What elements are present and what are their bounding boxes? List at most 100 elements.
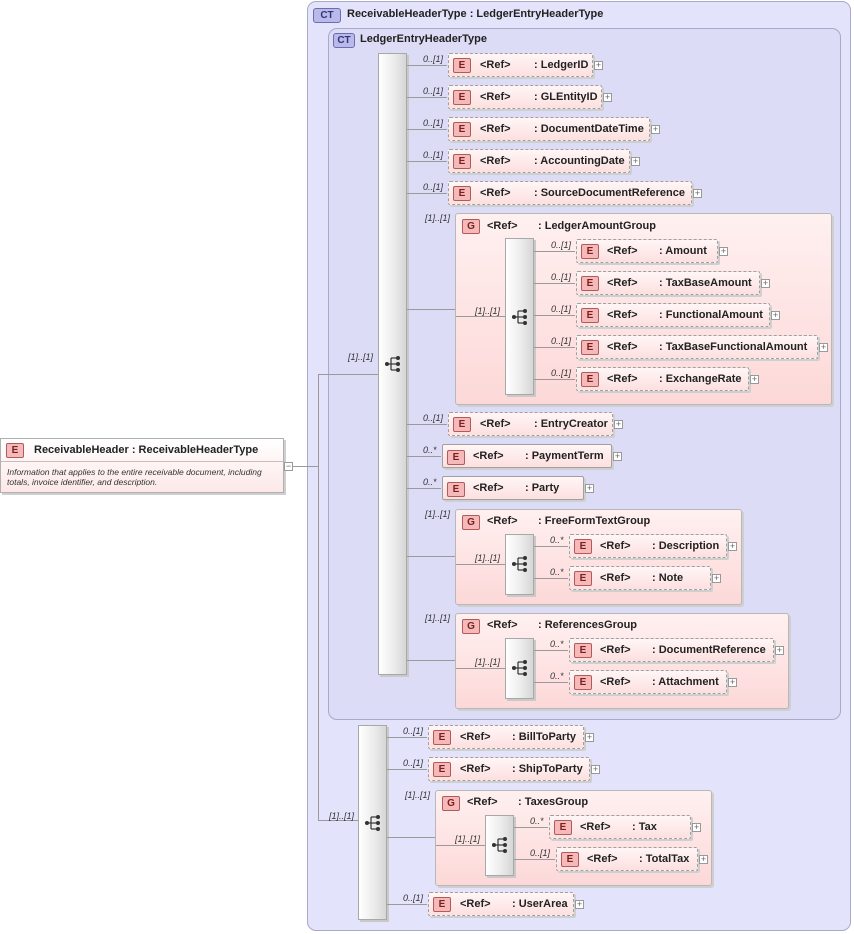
element-bill-to-party[interactable]: E <Ref> : BillToParty	[428, 725, 584, 749]
ref-label: <Ref>	[460, 898, 491, 910]
expand-toggle[interactable]: +	[819, 342, 828, 352]
expand-toggle[interactable]: +	[585, 732, 594, 742]
group-badge: G	[442, 796, 460, 811]
element-attachment[interactable]: E <Ref> : Attachment	[569, 670, 727, 694]
occurrence-label: [1]..[1]	[348, 352, 374, 362]
sequence-icon	[492, 837, 507, 853]
element-badge: E	[561, 852, 579, 867]
root-element-receivable-header[interactable]: E ReceivableHeader : ReceivableHeaderTyp…	[0, 438, 284, 493]
element-badge: E	[554, 820, 572, 835]
occurrence-label: 0..[1]	[423, 413, 444, 423]
sequence-icon	[385, 356, 400, 372]
connector	[407, 129, 447, 130]
ref-label: <Ref>	[480, 123, 511, 135]
element-ship-to-party[interactable]: E <Ref> : ShipToParty	[428, 757, 590, 781]
element-exchange-rate[interactable]: E <Ref> : ExchangeRate	[576, 367, 749, 391]
expand-toggle[interactable]: +	[591, 764, 600, 774]
occurrence-label: [1]..[1]	[329, 811, 355, 821]
occurrence-label: 0..[1]	[423, 150, 444, 160]
element-party[interactable]: E <Ref> : Party	[442, 476, 584, 500]
expand-toggle[interactable]: +	[651, 124, 660, 134]
element-gl-entity-id[interactable]: E <Ref> : GLEntityID	[448, 85, 602, 109]
group-name: : TaxesGroup	[518, 796, 589, 808]
expand-toggle[interactable]: +	[594, 60, 603, 70]
element-name: : DocumentReference	[652, 644, 766, 656]
element-badge: E	[581, 308, 599, 323]
occurrence-label: 0..*	[550, 671, 564, 681]
element-badge: E	[574, 571, 592, 586]
element-user-area[interactable]: E <Ref> : UserArea	[428, 892, 574, 916]
connector	[407, 65, 447, 66]
expand-toggle[interactable]: +	[712, 573, 721, 583]
element-note[interactable]: E <Ref> : Note	[569, 566, 711, 590]
expand-toggle[interactable]: +	[614, 419, 623, 429]
element-badge: E	[6, 443, 24, 458]
complex-type-badge: CT	[333, 33, 355, 48]
element-amount[interactable]: E <Ref> : Amount	[576, 239, 718, 263]
group-badge: G	[462, 219, 480, 234]
expand-toggle[interactable]: +	[728, 677, 737, 687]
expand-toggle[interactable]: +	[693, 188, 702, 198]
occurrence-label: 0..[1]	[403, 726, 424, 736]
connector	[436, 845, 485, 846]
element-badge: E	[447, 450, 465, 465]
expand-toggle[interactable]: +	[771, 310, 780, 320]
element-entry-creator[interactable]: E <Ref> : EntryCreator	[448, 412, 613, 436]
element-ledger-id[interactable]: E <Ref> : LedgerID	[448, 53, 593, 77]
ref-label: <Ref>	[480, 91, 511, 103]
element-tax-base-amount[interactable]: E <Ref> : TaxBaseAmount	[576, 271, 760, 295]
sequence-icon	[512, 309, 527, 325]
element-functional-amount[interactable]: E <Ref> : FunctionalAmount	[576, 303, 770, 327]
element-name: : AccountingDate	[534, 155, 625, 167]
connector	[318, 820, 358, 821]
expand-toggle[interactable]: +	[613, 451, 622, 461]
complex-type-badge: CT	[313, 8, 341, 23]
expand-toggle[interactable]: +	[775, 645, 784, 655]
sequence-compositor-inner[interactable]	[378, 53, 407, 675]
element-name: : LedgerID	[534, 59, 589, 71]
element-description[interactable]: E <Ref> : Description	[569, 534, 727, 558]
occurrence-label: [1]..[1]	[455, 834, 481, 844]
expand-toggle[interactable]: +	[728, 541, 737, 551]
occurrence-label: 0..[1]	[403, 758, 424, 768]
element-name: : UserArea	[512, 898, 568, 910]
expand-toggle[interactable]: +	[603, 92, 612, 102]
connector	[534, 546, 568, 547]
element-source-document-reference[interactable]: E <Ref> : SourceDocumentReference	[448, 181, 692, 205]
connector	[514, 859, 555, 860]
expand-toggle[interactable]: +	[585, 483, 594, 493]
element-document-date-time[interactable]: E <Ref> : DocumentDateTime	[448, 117, 650, 141]
collapse-toggle[interactable]: −	[284, 461, 293, 471]
ref-label: <Ref>	[467, 796, 498, 808]
element-accounting-date[interactable]: E <Ref> : AccountingDate	[448, 149, 630, 173]
group-badge: G	[462, 619, 480, 634]
group-badge: G	[462, 515, 480, 530]
element-payment-term[interactable]: E <Ref> : PaymentTerm	[442, 444, 612, 468]
sequence-icon	[365, 815, 380, 831]
element-badge: E	[433, 730, 451, 745]
ref-label: <Ref>	[473, 450, 504, 462]
element-name: : GLEntityID	[534, 91, 598, 103]
connector	[456, 564, 505, 565]
element-total-tax[interactable]: E <Ref> : TotalTax	[556, 847, 698, 871]
element-name: : DocumentDateTime	[534, 123, 644, 135]
ref-label: <Ref>	[600, 644, 631, 656]
element-badge: E	[574, 675, 592, 690]
connector	[534, 347, 575, 348]
element-badge: E	[574, 539, 592, 554]
expand-toggle[interactable]: +	[692, 822, 701, 832]
expand-toggle[interactable]: +	[750, 374, 759, 384]
expand-toggle[interactable]: +	[631, 156, 640, 166]
ref-label: <Ref>	[487, 220, 518, 232]
expand-toggle[interactable]: +	[575, 899, 584, 909]
element-badge: E	[453, 90, 471, 105]
connector	[456, 668, 505, 669]
element-tax[interactable]: E <Ref> : Tax	[549, 815, 691, 839]
ref-label: <Ref>	[460, 731, 491, 743]
element-document-reference[interactable]: E <Ref> : DocumentReference	[569, 638, 774, 662]
expand-toggle[interactable]: +	[761, 278, 770, 288]
element-tax-base-functional-amount[interactable]: E <Ref> : TaxBaseFunctionalAmount	[576, 335, 818, 359]
expand-toggle[interactable]: +	[699, 854, 708, 864]
expand-toggle[interactable]: +	[719, 246, 728, 256]
element-name: : TaxBaseAmount	[659, 277, 752, 289]
